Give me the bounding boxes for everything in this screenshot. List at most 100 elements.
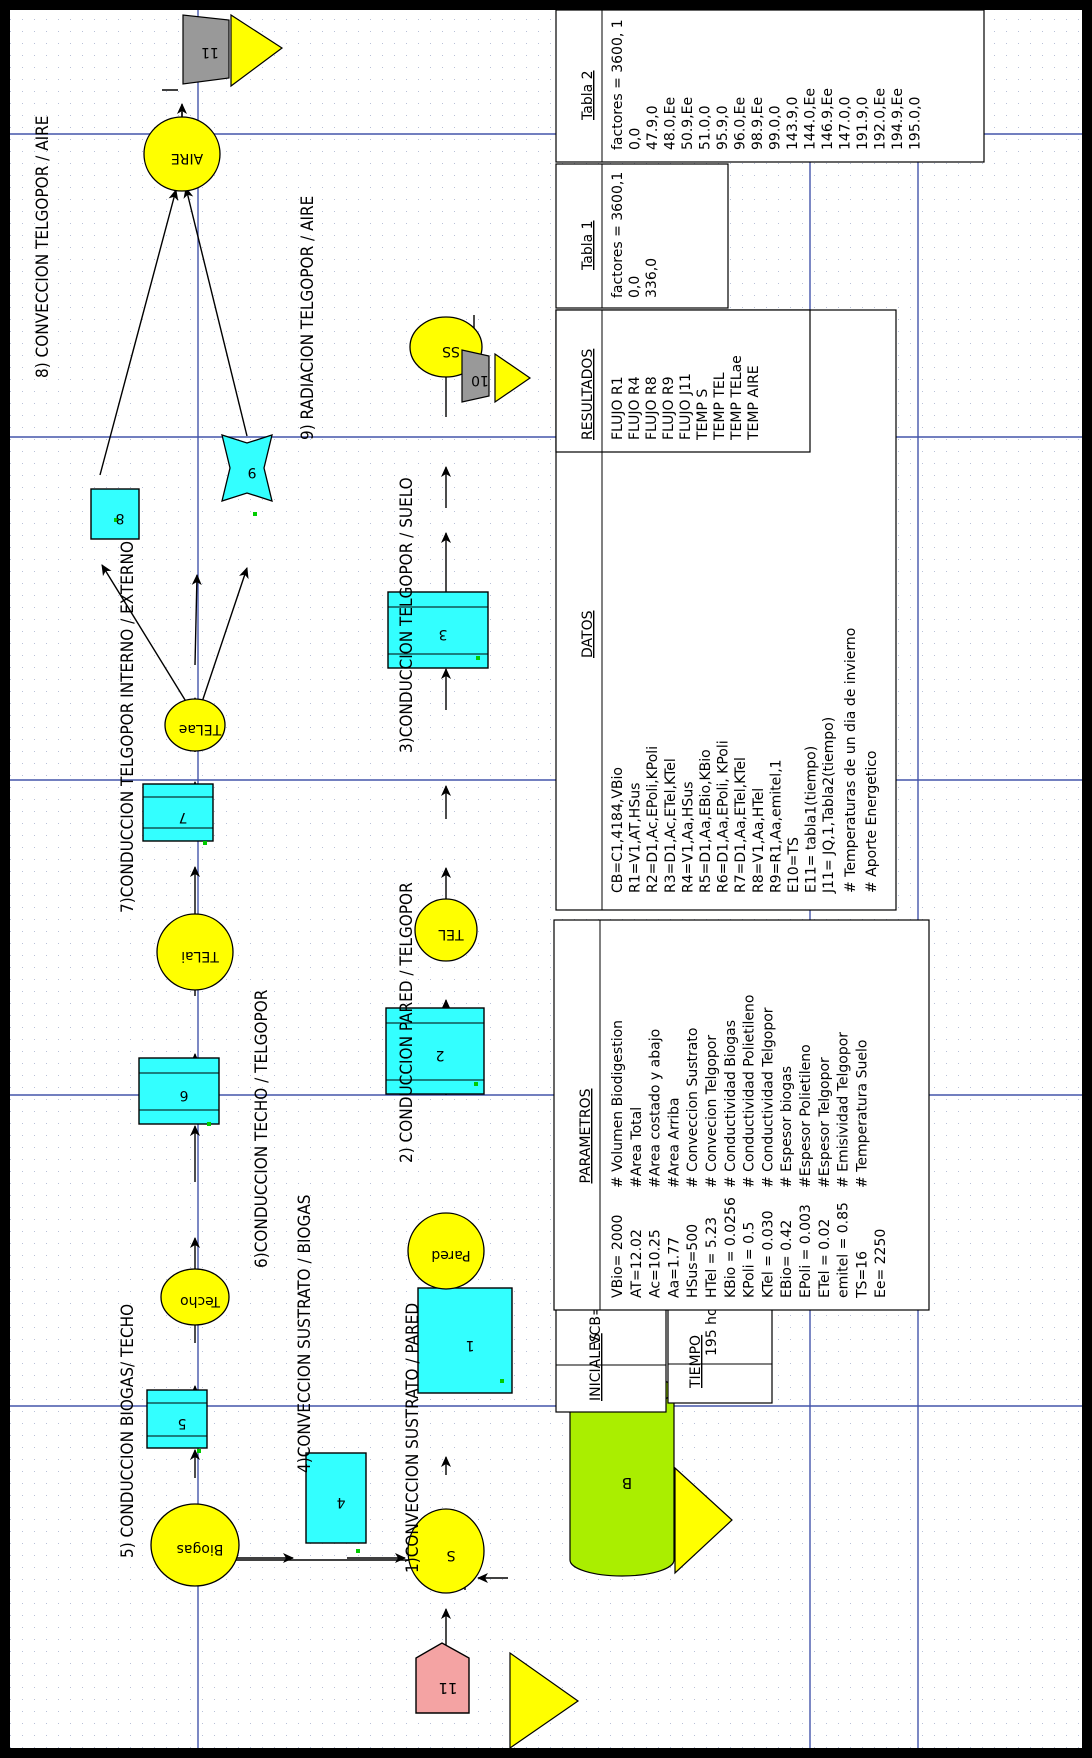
label-conv-sustrato-biogas: 4)CONVECCION SUSTRATO / BIOGAS xyxy=(295,1194,315,1473)
parametro-value: KTel = 0.030 xyxy=(760,1211,776,1298)
parametro-comment: # Temperatura Suelo xyxy=(854,1040,870,1188)
datos-row: R7=D1,Aa,ETel,KTel xyxy=(733,757,749,893)
resultado-row: FLUJO J11 xyxy=(678,373,694,440)
label-conv-telgopor-aire: 8) CONVECCION TELGOPOR / AIRE xyxy=(33,116,53,378)
parametro-value: EBio= 0.42 xyxy=(779,1220,795,1298)
parametro-value: AT=12.02 xyxy=(629,1229,645,1298)
tabla2-row: 95.9,0 xyxy=(715,105,731,150)
resultado-row: FLUJO R1 xyxy=(610,376,626,440)
datos-row: R2=D1,Ac,EPoli,KPoli xyxy=(645,746,661,893)
parametro-comment: # Conveccion Sustrato xyxy=(685,1028,701,1188)
parametro-value: Ac=10.25 xyxy=(648,1229,664,1298)
resultado-row: FLUJO R9 xyxy=(661,376,677,440)
parametro-value: TS=16 xyxy=(854,1251,870,1299)
resultado-row: FLUJO R8 xyxy=(644,376,660,440)
r1-label: 1 xyxy=(466,1337,475,1353)
iniciales-title: INICIALES xyxy=(588,1333,604,1401)
r4-label: 4 xyxy=(336,1494,345,1510)
tabla2-row: 47.9,0 xyxy=(645,105,661,150)
tabla2-row: 51.0,0 xyxy=(698,105,714,150)
source-10[interactable]: 10 xyxy=(461,349,532,404)
ellipse-labels: S Pared TEL SS Biogas Techo TELai TELae … xyxy=(171,150,471,1563)
datos-comment-1: # Temperaturas de un dia de invierno xyxy=(843,628,859,893)
tabla2-row: 96.0,Ee xyxy=(733,97,749,150)
tabla2-row: 194.9,Ee xyxy=(890,88,906,150)
parametro-comment: #Area Arriba xyxy=(666,1097,682,1188)
parametro-value: VBio= 2000 xyxy=(610,1215,626,1298)
node-pared-label: Pared xyxy=(431,1247,470,1263)
tabla2-row: 0,0 xyxy=(628,128,644,150)
grid-dots xyxy=(10,10,1082,1748)
resistor-nodes xyxy=(90,488,513,1544)
tabla2-row: 50.9,Ee xyxy=(680,97,696,150)
parametro-value: EPoli = 0.003 xyxy=(798,1204,814,1298)
canvas-viewport: 11 B xyxy=(10,10,1082,1748)
r9-label: 9 xyxy=(248,464,257,480)
parametros-panel[interactable]: PARAMETROS VBio= 2000# Volumen Biodigest… xyxy=(553,919,930,1311)
tabla2-row: factores = 3600, 1 xyxy=(610,19,626,150)
tabla2-row: 98.9,Ee xyxy=(750,97,766,150)
datos-row: R4=V1,Aa,HSus xyxy=(680,782,696,894)
label-rad-telgopor-aire: 9) RADIACION TELGOPOR / AIRE xyxy=(298,196,318,440)
node-techo-label: Techo xyxy=(180,1293,221,1309)
datos-row: R9=R1,Aa,emitel,1 xyxy=(768,759,784,893)
parametro-value: emitel = 0.85 xyxy=(836,1202,852,1298)
datos-row: E10=TS xyxy=(786,837,802,893)
source-11-top[interactable]: 11 xyxy=(182,13,284,88)
flow-labels: 1)CONVECCION SUSTRATO / PARED 2) CONDUCC… xyxy=(33,116,423,1573)
parametro-comment: # Convecion Telgopor xyxy=(704,1035,720,1188)
resistor-labels: 4 1 2 3 8 9 5 6 7 xyxy=(116,464,475,1510)
datos-row: R1=V1,AT,HSus xyxy=(628,783,644,893)
datos-row: R6=D1,Aa,EPoli, KPoli xyxy=(716,740,732,893)
resistor-inner-lines xyxy=(139,606,488,1437)
parametro-value: Ee= 2250 xyxy=(873,1229,889,1298)
node-ss-label: SS xyxy=(442,343,460,359)
parametro-value: ETel = 0.02 xyxy=(817,1219,833,1298)
datos-row: CB=C1,4184,VBio xyxy=(610,767,626,893)
parametro-comment: # Emisividad Telgopor xyxy=(836,1032,852,1188)
tabla1-row: 336,0 xyxy=(644,258,660,298)
resultado-row: FLUJO R4 xyxy=(627,376,643,440)
resultados-title: RESULTADOS xyxy=(580,349,596,440)
parametro-value: KBio = 0.0256 xyxy=(723,1197,739,1298)
parametro-comment: # Volumen Biodigestion xyxy=(610,1020,626,1188)
parametro-value: KPoli = 0.5 xyxy=(742,1222,758,1298)
datos-row: J11= JQ,1,Tabla2(tiempo) xyxy=(821,717,837,894)
parametro-comment: #Area Total xyxy=(629,1107,645,1188)
tabla1-row: factores = 3600,1 xyxy=(610,172,626,298)
diagram-svg: 11 B xyxy=(10,10,1082,1748)
datos-row: R8=V1,Aa,HTel xyxy=(751,788,767,893)
source-11-top-label: 11 xyxy=(201,44,219,60)
label-cond-telgopor-int-ext: 7)CONDUCCION TELGOPOR INTERNO / EXTERNO xyxy=(118,541,138,913)
node-telae-label: TELae xyxy=(179,721,222,737)
parametro-comment: # Conductividad Polietileno xyxy=(742,995,758,1188)
ellipse-nodes xyxy=(143,116,485,1594)
r5-label: 5 xyxy=(178,1415,187,1431)
parametro-comment: # Conductividad Biogas xyxy=(723,1020,739,1188)
node-telai-label: TELai xyxy=(181,948,220,964)
label-cond-techo-telgopor: 6)CONDUCCION TECHO / TELGOPOR xyxy=(252,989,272,1268)
tabla2-row: 99.0,0 xyxy=(768,105,784,150)
tabla2-row: 143.9,0 xyxy=(785,97,801,150)
source-10-label: 10 xyxy=(471,372,489,388)
resultado-row: TEMP TEL xyxy=(712,372,728,441)
node-tel-label: TEL xyxy=(438,926,464,942)
resultado-row: TEMP TELae xyxy=(729,355,745,441)
r6-label: 6 xyxy=(179,1087,188,1103)
r2-label: 2 xyxy=(436,1047,445,1063)
source-11-bottom[interactable]: 11 xyxy=(415,1642,580,1748)
label-conv-sustrato-pared: 1)CONVECCION SUSTRATO / PARED xyxy=(403,1303,423,1573)
tabla2-row: 48.0,Ee xyxy=(663,97,679,150)
node-s-label: S xyxy=(446,1547,455,1563)
radiation-node-9[interactable] xyxy=(221,434,273,502)
datos-row: E11= tabla1(tiempo) xyxy=(804,746,820,893)
parametro-comment: # Conductividad Telgopor xyxy=(760,1007,776,1188)
tabla2-row: 144.0,Ee xyxy=(803,88,819,150)
